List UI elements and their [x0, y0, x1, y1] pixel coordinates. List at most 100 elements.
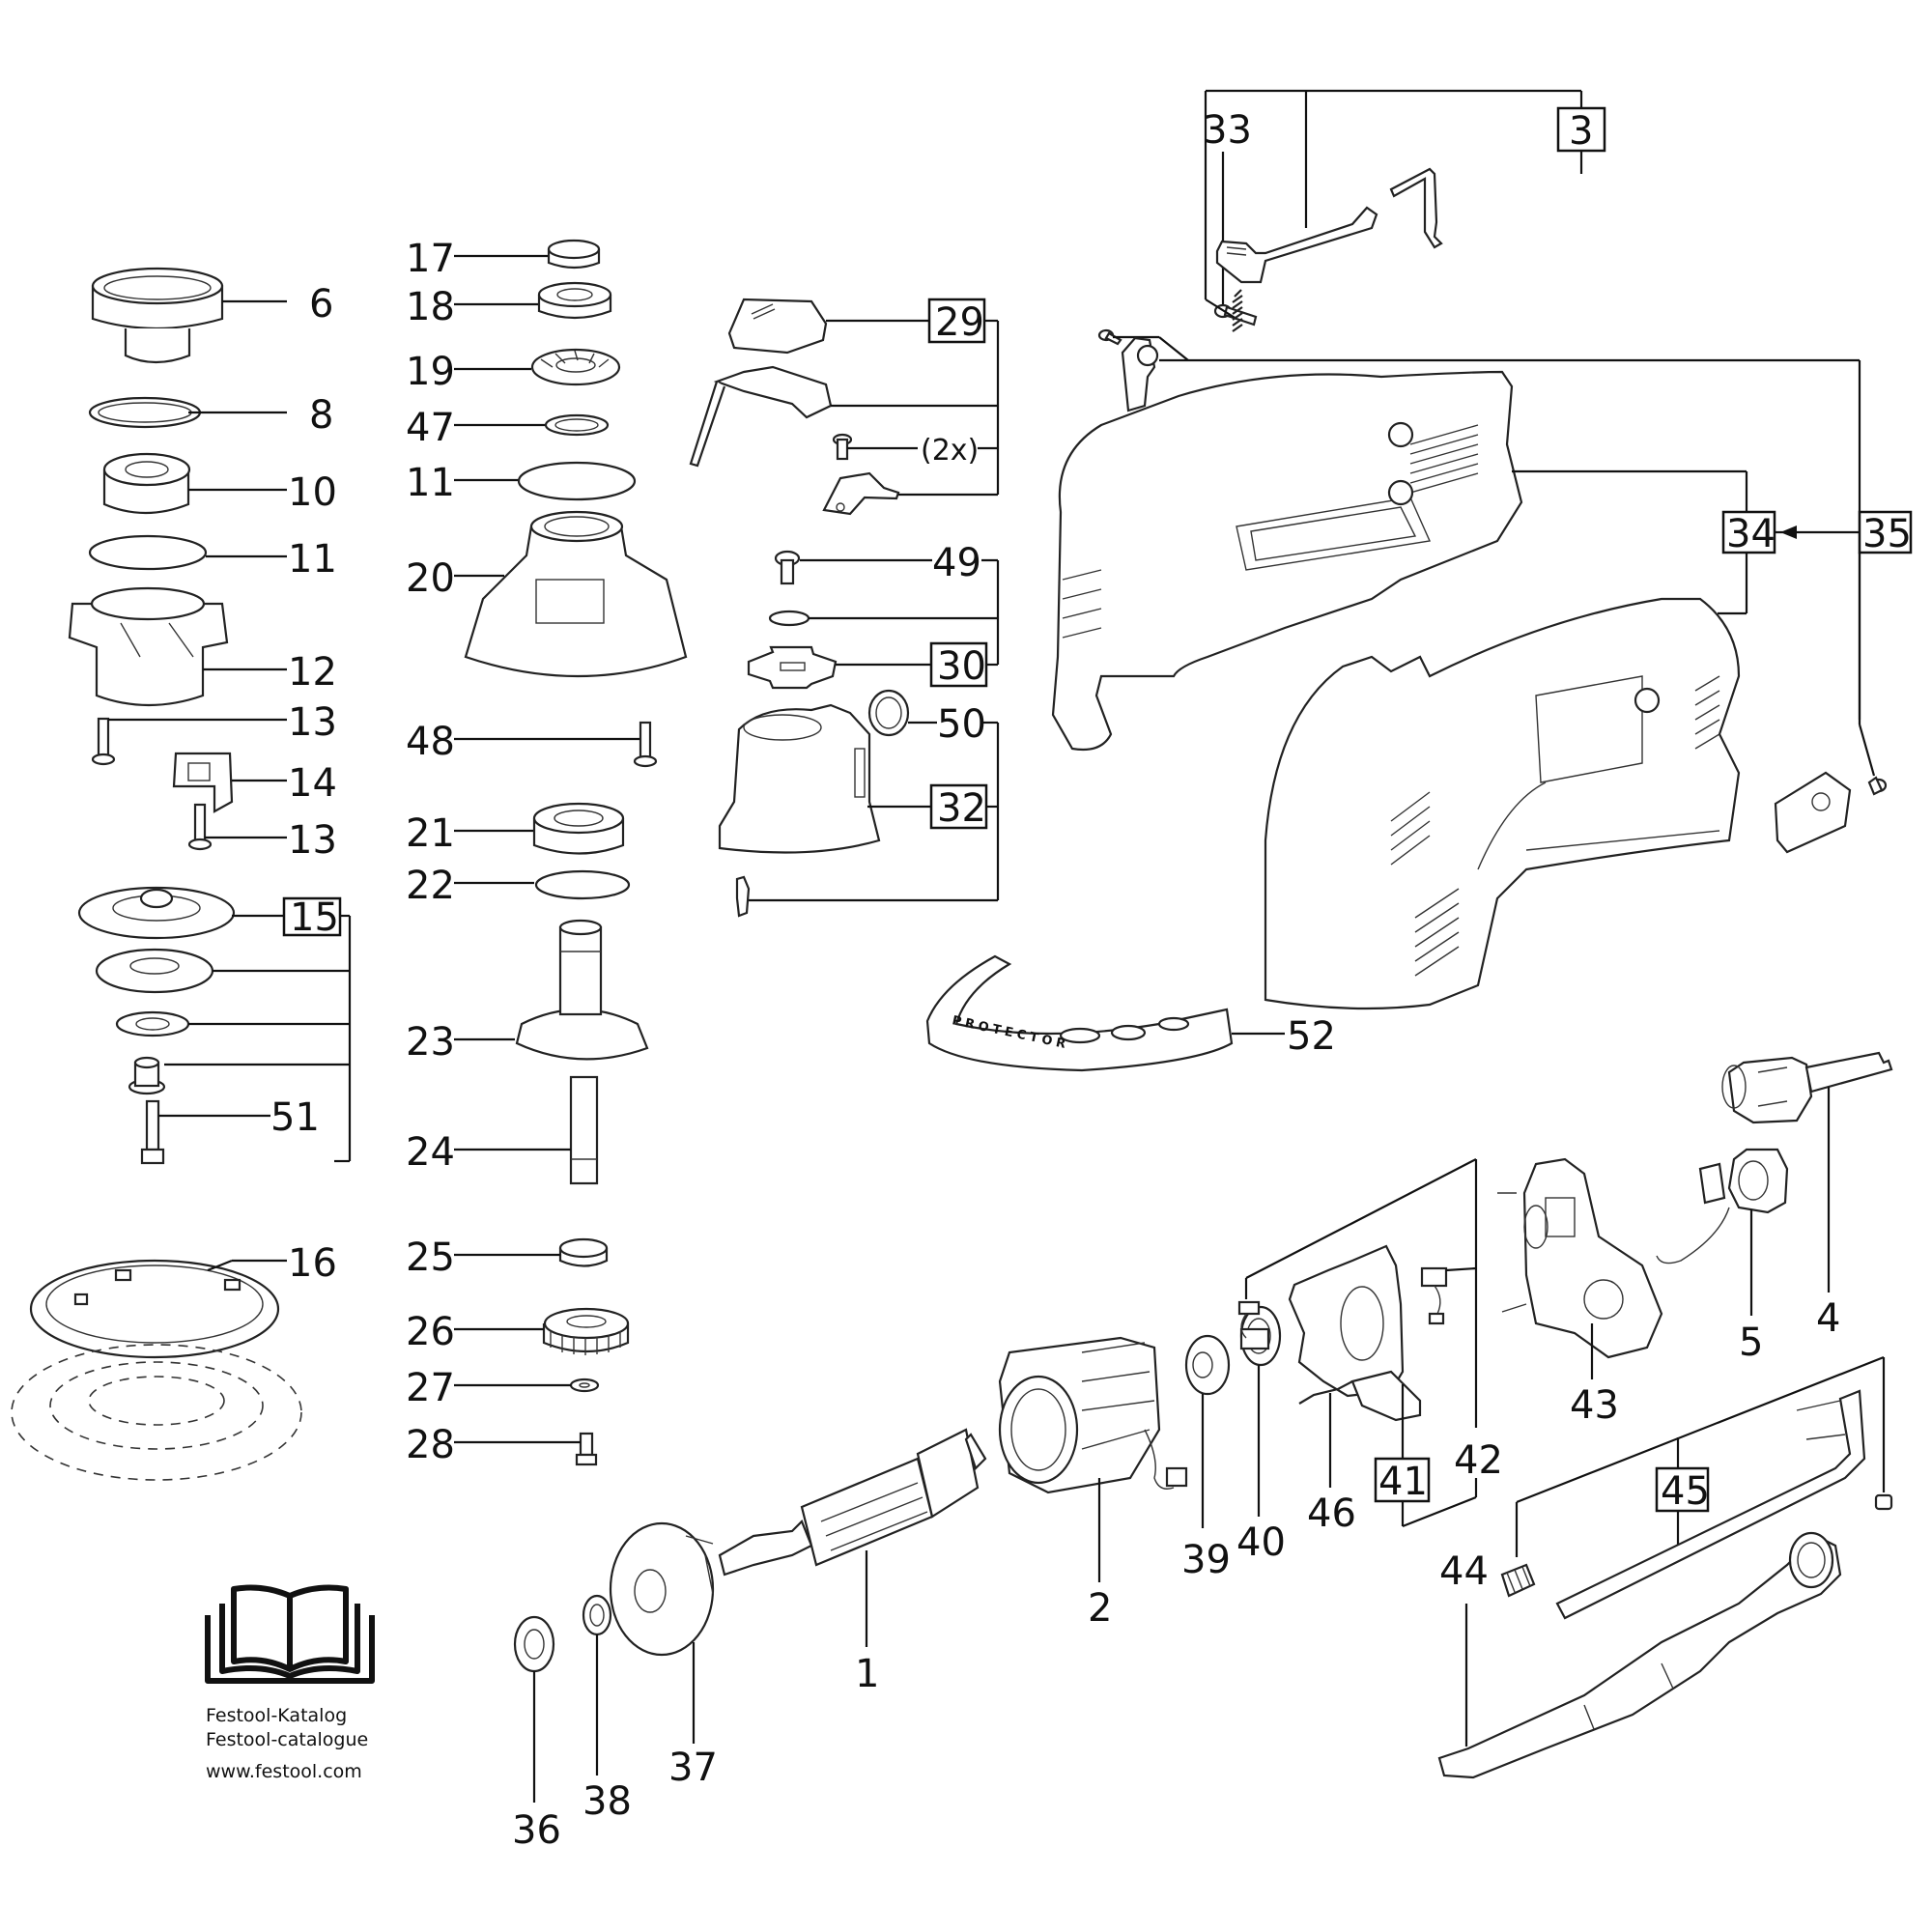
part-51-screw	[140, 1099, 165, 1165]
part-21-bearing	[532, 802, 625, 855]
part-17-bearing	[547, 239, 601, 270]
part-47-shim	[544, 413, 610, 437]
label-47: 47	[406, 406, 455, 450]
label-22: 22	[406, 864, 455, 908]
assembly-box-29: 29	[927, 298, 986, 345]
label-21: 21	[406, 811, 455, 856]
label-25: 25	[406, 1236, 455, 1280]
part-19-bevel-gear	[530, 348, 621, 386]
assembly-box-32: 32	[929, 783, 988, 831]
label-12: 12	[288, 650, 337, 695]
part-41-brush-holder	[1288, 1244, 1422, 1422]
label-11-center: 11	[406, 461, 455, 505]
part-2-stator	[998, 1336, 1188, 1494]
part-48-screw	[633, 721, 658, 768]
part-11-o-ring	[88, 534, 208, 571]
label-36: 36	[512, 1808, 561, 1853]
label-6: 6	[309, 282, 333, 327]
label-49: 49	[932, 541, 981, 585]
part-28-screw	[575, 1432, 598, 1466]
part-29-screw	[832, 433, 853, 461]
sanding-pad-dashed	[11, 1344, 302, 1481]
svg-text:32: 32	[937, 786, 986, 831]
label-52: 52	[1287, 1014, 1336, 1059]
part-12-housing	[68, 586, 229, 707]
part-1-armature	[718, 1428, 987, 1577]
part-35-screw-side	[1867, 776, 1888, 796]
part-3-spring	[1232, 289, 1243, 332]
part-11-o-ring-center	[517, 461, 637, 501]
part-6-ring-gear	[91, 267, 224, 364]
part-45-switch-rod	[1555, 1389, 1866, 1620]
part-15-adapter-ring	[95, 948, 214, 994]
part-26-gear	[542, 1307, 630, 1355]
svg-text:3: 3	[1569, 109, 1593, 154]
label-24: 24	[406, 1130, 455, 1175]
part-52-protector-bumper: PROTECTOR	[925, 954, 1234, 1072]
label-10: 10	[288, 470, 337, 515]
part-42-brush-right	[1420, 1266, 1448, 1325]
assembly-box-41: 41	[1374, 1457, 1431, 1504]
label-44: 44	[1439, 1549, 1489, 1594]
part-49-screw	[774, 550, 801, 585]
part-3-switch-slider	[1215, 206, 1378, 284]
part-25-bearing	[558, 1237, 609, 1267]
catalog-url[interactable]: www.festool.com	[206, 1761, 362, 1782]
label-38: 38	[582, 1779, 632, 1824]
label-28: 28	[406, 1423, 455, 1467]
assembly-box-3: 3	[1556, 106, 1606, 154]
label-4: 4	[1816, 1296, 1840, 1341]
part-46-spring-clip	[1298, 1380, 1353, 1405]
label-33: 33	[1203, 108, 1252, 153]
part-20-gear-housing	[464, 510, 688, 678]
label-18: 18	[406, 285, 455, 329]
assembly-box-15: 15	[282, 895, 342, 940]
part-37-fan-disk	[609, 1521, 715, 1657]
part-50-gasket	[867, 689, 910, 737]
part-38-spacer	[582, 1594, 612, 1636]
part-35-cap-top	[1121, 336, 1159, 412]
label-37: 37	[668, 1746, 718, 1790]
label-17: 17	[406, 237, 455, 281]
catalog-line-2: Festool-catalogue	[206, 1729, 368, 1750]
label-27: 27	[406, 1366, 455, 1410]
part-8-circlip	[88, 396, 202, 429]
arrow-35-to-34-icon	[1780, 526, 1797, 539]
assembly-box-30: 30	[929, 641, 988, 689]
part-44-dust-extraction-cover	[1437, 1531, 1842, 1779]
label-48: 48	[406, 720, 455, 764]
label-14: 14	[288, 761, 337, 806]
assembly-box-35: 35	[1858, 510, 1913, 556]
part-3-spring-wire	[1389, 167, 1443, 249]
label-11-left: 11	[288, 537, 337, 582]
label-2: 2	[1088, 1586, 1112, 1631]
part-45-spring-large	[1500, 1563, 1536, 1598]
label-qty-2x: (2x)	[921, 434, 979, 468]
part-18-bearing	[537, 281, 612, 320]
label-23: 23	[406, 1020, 455, 1065]
open-book-icon	[205, 1584, 375, 1684]
part-15-washer	[115, 1010, 190, 1037]
label-39: 39	[1181, 1538, 1231, 1582]
part-35-cap-side	[1774, 771, 1852, 854]
part-24-shaft	[569, 1075, 599, 1185]
label-51: 51	[270, 1095, 320, 1140]
label-1: 1	[855, 1652, 879, 1696]
part-13-screw-lower	[187, 803, 213, 851]
label-5: 5	[1739, 1321, 1763, 1365]
svg-text:35: 35	[1862, 512, 1912, 556]
part-34-handle-housing-left	[1051, 370, 1523, 752]
part-29-cable-clamp	[822, 471, 900, 516]
catalog-line-1: Festool-Katalog	[206, 1705, 347, 1726]
part-42-brush-left	[1237, 1300, 1270, 1350]
assembly-box-34: 34	[1721, 510, 1776, 556]
part-10-bearing	[102, 452, 191, 515]
label-42: 42	[1454, 1438, 1503, 1483]
part-30-star-plate	[747, 645, 838, 690]
part-32-terminal	[735, 875, 751, 918]
part-36-bearing	[513, 1615, 555, 1673]
part-49-washer	[768, 610, 810, 627]
part-4-plug-connector	[1721, 1051, 1893, 1124]
label-26: 26	[406, 1310, 455, 1354]
